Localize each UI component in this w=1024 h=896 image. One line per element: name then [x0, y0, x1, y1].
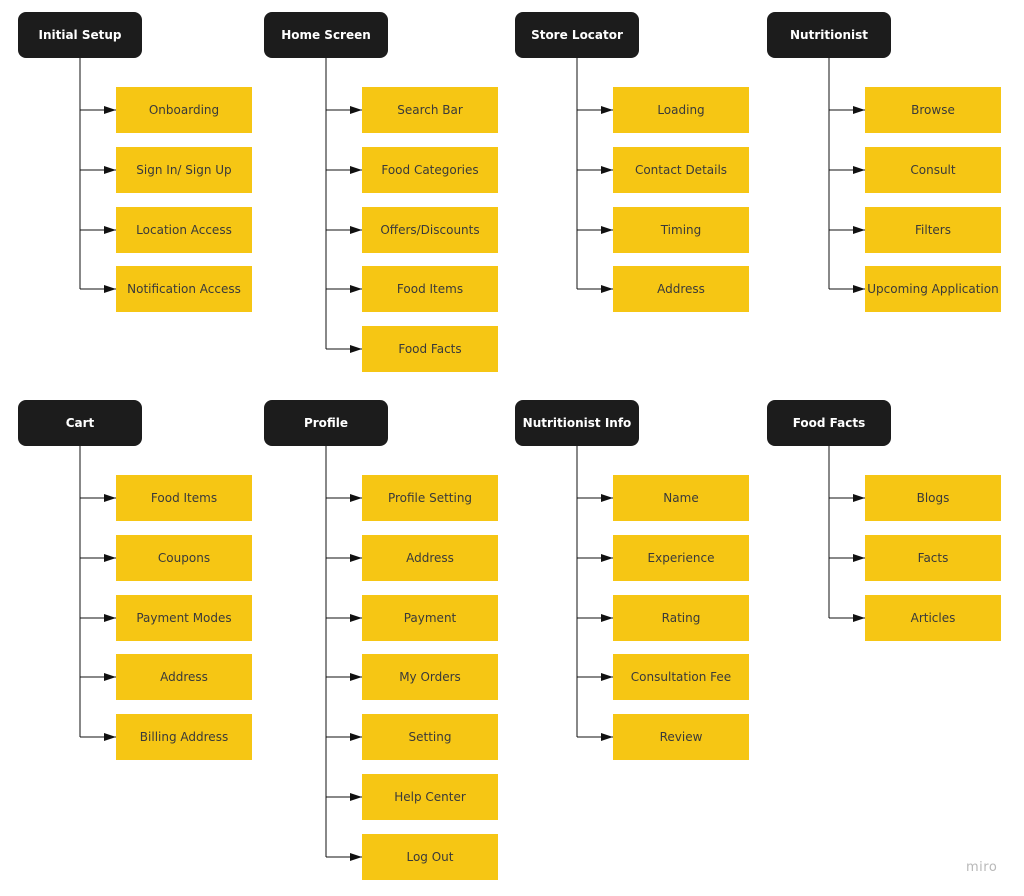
item-profile-setting[interactable]: Setting — [362, 714, 498, 760]
item-home-screen-offers-discounts[interactable]: Offers/Discounts — [362, 207, 498, 253]
item-initial-setup-location-access[interactable]: Location Access — [116, 207, 252, 253]
item-cart-address[interactable]: Address — [116, 654, 252, 700]
item-home-screen-food-facts[interactable]: Food Facts — [362, 326, 498, 372]
header-nutritionist-info[interactable]: Nutritionist Info — [515, 400, 639, 446]
item-profile-address[interactable]: Address — [362, 535, 498, 581]
item-nutritionist-filters[interactable]: Filters — [865, 207, 1001, 253]
item-initial-setup-sign-in-sign-up[interactable]: Sign In/ Sign Up — [116, 147, 252, 193]
item-initial-setup-notification-access[interactable]: Notification Access — [116, 266, 252, 312]
item-food-facts-articles[interactable]: Articles — [865, 595, 1001, 641]
header-store-locator[interactable]: Store Locator — [515, 12, 639, 58]
miro-watermark: miro — [966, 860, 998, 875]
item-home-screen-food-items[interactable]: Food Items — [362, 266, 498, 312]
item-home-screen-search-bar[interactable]: Search Bar — [362, 87, 498, 133]
item-nutritionist-browse[interactable]: Browse — [865, 87, 1001, 133]
header-nutritionist[interactable]: Nutritionist — [767, 12, 891, 58]
header-food-facts[interactable]: Food Facts — [767, 400, 891, 446]
item-food-facts-blogs[interactable]: Blogs — [865, 475, 1001, 521]
item-profile-profile-setting[interactable]: Profile Setting — [362, 475, 498, 521]
item-cart-billing-address[interactable]: Billing Address — [116, 714, 252, 760]
item-food-facts-facts[interactable]: Facts — [865, 535, 1001, 581]
header-home-screen[interactable]: Home Screen — [264, 12, 388, 58]
item-cart-payment-modes[interactable]: Payment Modes — [116, 595, 252, 641]
item-profile-log-out[interactable]: Log Out — [362, 834, 498, 880]
item-nutritionist-consult[interactable]: Consult — [865, 147, 1001, 193]
header-profile[interactable]: Profile — [264, 400, 388, 446]
item-cart-coupons[interactable]: Coupons — [116, 535, 252, 581]
item-nutritionist-info-experience[interactable]: Experience — [613, 535, 749, 581]
item-nutritionist-info-consultation-fee[interactable]: Consultation Fee — [613, 654, 749, 700]
item-profile-help-center[interactable]: Help Center — [362, 774, 498, 820]
item-nutritionist-info-review[interactable]: Review — [613, 714, 749, 760]
item-store-locator-address[interactable]: Address — [613, 266, 749, 312]
header-initial-setup[interactable]: Initial Setup — [18, 12, 142, 58]
item-store-locator-timing[interactable]: Timing — [613, 207, 749, 253]
item-cart-food-items[interactable]: Food Items — [116, 475, 252, 521]
item-nutritionist-upcoming-application[interactable]: Upcoming Application — [865, 266, 1001, 312]
item-profile-payment[interactable]: Payment — [362, 595, 498, 641]
item-store-locator-loading[interactable]: Loading — [613, 87, 749, 133]
item-home-screen-food-categories[interactable]: Food Categories — [362, 147, 498, 193]
item-store-locator-contact-details[interactable]: Contact Details — [613, 147, 749, 193]
header-cart[interactable]: Cart — [18, 400, 142, 446]
item-initial-setup-onboarding[interactable]: Onboarding — [116, 87, 252, 133]
item-nutritionist-info-rating[interactable]: Rating — [613, 595, 749, 641]
item-nutritionist-info-name[interactable]: Name — [613, 475, 749, 521]
item-profile-my-orders[interactable]: My Orders — [362, 654, 498, 700]
